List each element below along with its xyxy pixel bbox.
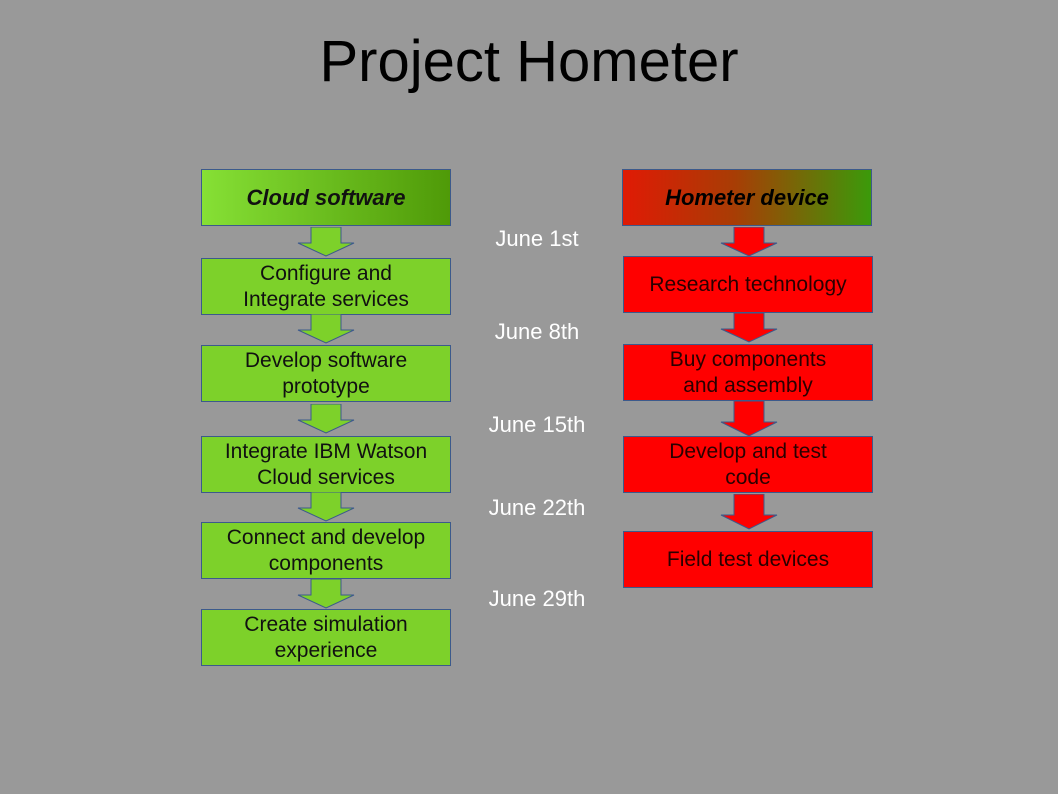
cloud-software-header: Cloud software <box>201 169 451 226</box>
cloud-step-watson: Integrate IBM Watson Cloud services <box>201 436 451 493</box>
down-arrow-icon <box>720 313 778 343</box>
cloud-step-simulation: Create simulation experience <box>201 609 451 666</box>
down-arrow-icon <box>720 494 778 530</box>
down-arrow-icon <box>297 579 355 609</box>
down-arrow-icon <box>720 401 778 437</box>
device-step-code: Develop and test code <box>623 436 873 493</box>
hometer-device-header: Hometer device <box>622 169 872 226</box>
cloud-step-connect: Connect and develop components <box>201 522 451 579</box>
down-arrow-icon <box>297 227 355 257</box>
device-step-research: Research technology <box>623 256 873 313</box>
device-step-components: Buy components and assembly <box>623 344 873 401</box>
down-arrow-icon <box>297 404 355 434</box>
down-arrow-icon <box>297 314 355 344</box>
cloud-step-configure: Configure and Integrate services <box>201 258 451 315</box>
down-arrow-icon <box>720 227 778 257</box>
cloud-step-prototype: Develop software prototype <box>201 345 451 402</box>
date-label: June 29th <box>488 586 586 611</box>
date-label: June 1st <box>495 226 579 251</box>
down-arrow-icon <box>297 492 355 522</box>
date-label: June 15th <box>488 412 586 437</box>
device-step-field-test: Field test devices <box>623 531 873 588</box>
page-title: Project Hometer <box>319 29 739 94</box>
date-label: June 22th <box>488 495 586 520</box>
date-label: June 8th <box>494 319 580 344</box>
